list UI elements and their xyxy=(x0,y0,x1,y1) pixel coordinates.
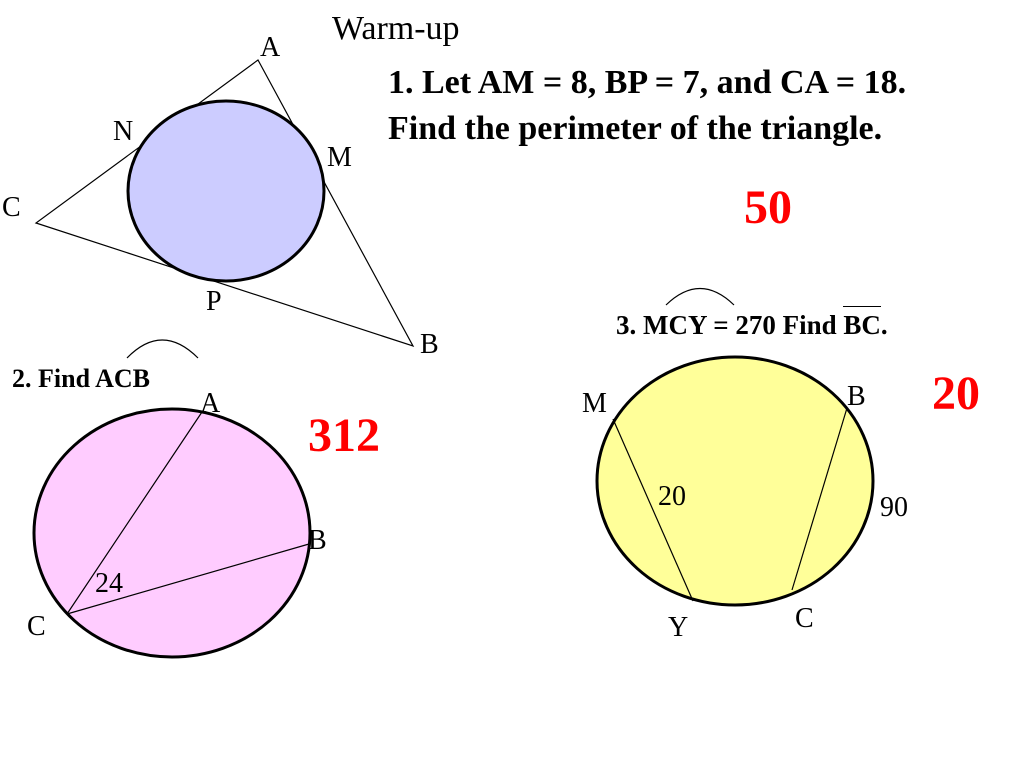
chord-cb xyxy=(66,543,310,615)
problem1-line2: Find the perimeter of the triangle. xyxy=(388,110,883,147)
label-P1: P xyxy=(206,286,222,317)
problem3-prompt: 3. MCY = 270 Find BC. xyxy=(616,306,888,340)
problem2-prefix: 2. Find xyxy=(12,364,96,393)
chord-bc xyxy=(791,407,848,591)
figure2-inscribed-angle: A B C 24 xyxy=(27,339,327,659)
problem3-prefix: 3. xyxy=(616,310,643,340)
chord-ca xyxy=(66,411,203,615)
label-M3: M xyxy=(582,388,607,419)
label-B1: B xyxy=(420,329,439,360)
problem3-arc-name: MCY xyxy=(643,310,707,340)
label-B3: B xyxy=(847,381,866,412)
problem1-line1: 1. Let AM = 8, BP = 7, and CA = 18. xyxy=(388,64,907,101)
label-B2: B xyxy=(308,525,327,556)
label-chord-20: 20 xyxy=(658,481,686,512)
problem1-answer: 50 xyxy=(744,181,792,234)
problem2-prompt: 2. Find ACB xyxy=(12,366,150,392)
page-title: Warm-up xyxy=(332,10,460,47)
chord-my xyxy=(612,418,694,602)
arc-acb-marker xyxy=(126,339,199,359)
label-A2: A xyxy=(200,388,221,419)
incircle xyxy=(126,99,326,283)
problem2-arc-name: ACB xyxy=(95,364,150,393)
label-C2: C xyxy=(27,611,46,642)
problem3-middle: = 270 Find xyxy=(706,310,844,340)
label-angle-24: 24 xyxy=(95,568,123,599)
problem3-segment: BC xyxy=(843,306,881,340)
figure3-parallel-chords: M B Y C 20 90 xyxy=(582,287,908,643)
circle2 xyxy=(32,407,312,659)
segment-overline xyxy=(843,306,881,307)
arc-mcy-marker xyxy=(665,287,735,306)
problem3-segment-name: BC xyxy=(843,310,881,340)
label-C1: C xyxy=(2,192,21,223)
label-Y3: Y xyxy=(668,612,688,643)
label-M1: M xyxy=(327,142,352,173)
label-N1: N xyxy=(113,116,133,147)
circle3 xyxy=(595,355,875,607)
problem2-answer: 312 xyxy=(308,409,380,462)
label-A1: A xyxy=(260,32,281,63)
problem3-answer: 20 xyxy=(932,367,980,420)
label-arc-90: 90 xyxy=(880,492,908,523)
figure1-inscribed-circle: A N M C P B xyxy=(2,32,439,360)
problem3-suffix: . xyxy=(880,310,888,340)
label-C3: C xyxy=(795,603,814,634)
